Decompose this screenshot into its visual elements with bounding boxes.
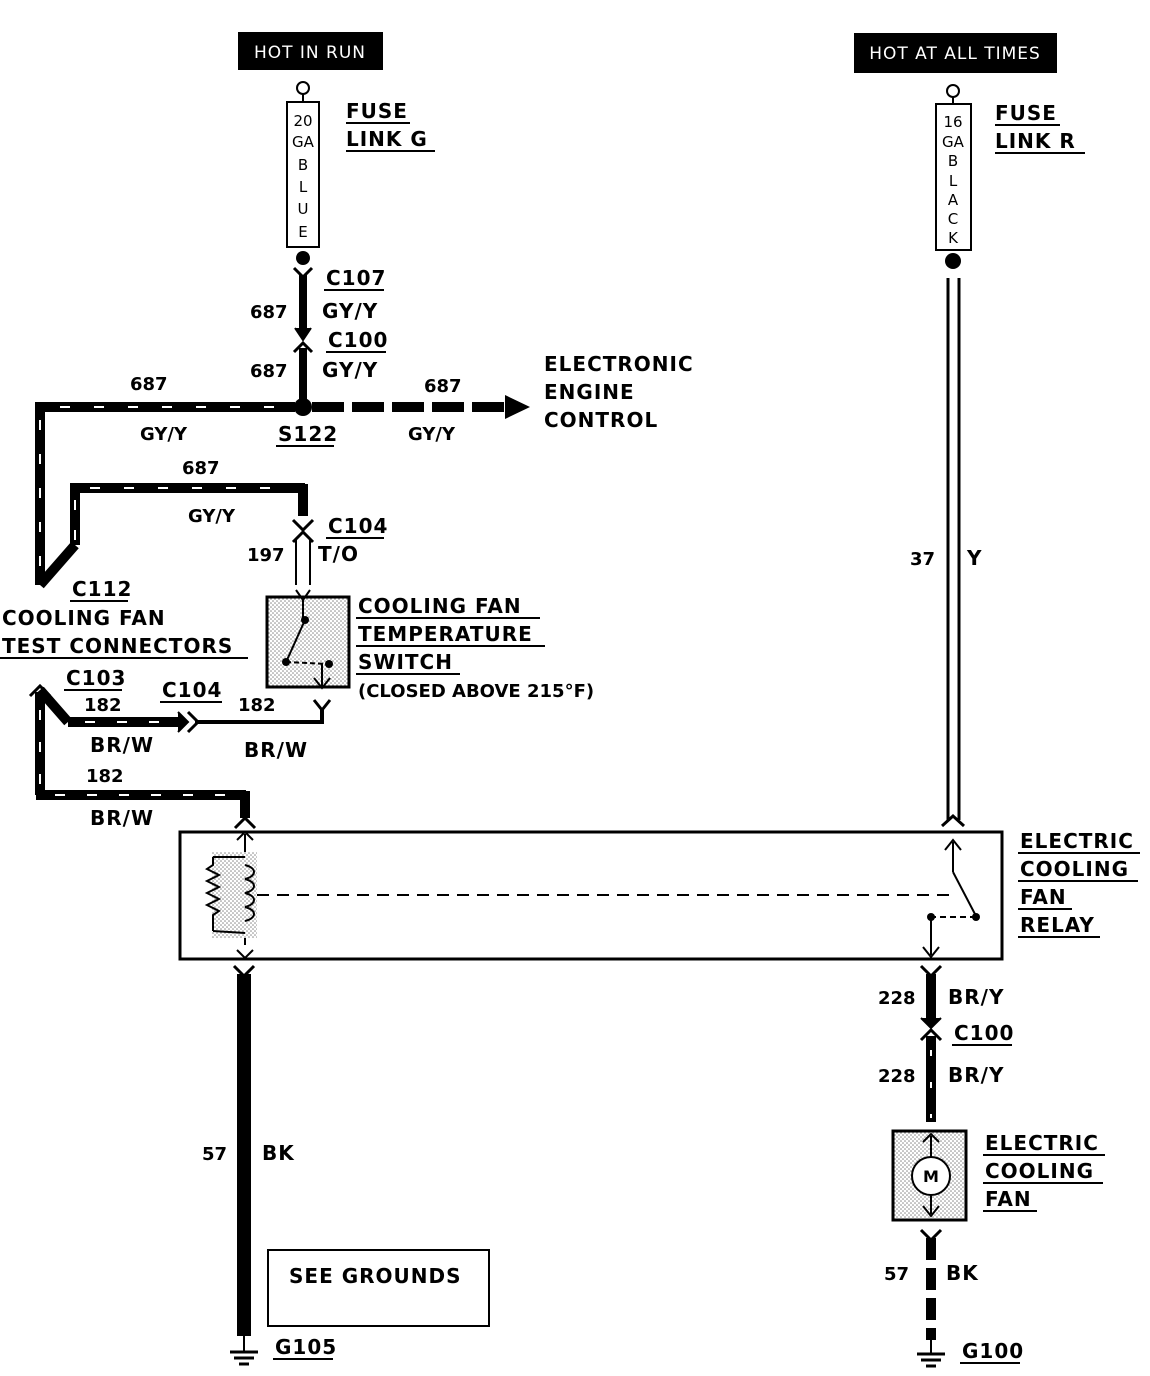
wire-color: BR/W xyxy=(90,806,154,830)
connector-c112: C112 xyxy=(72,577,132,601)
temp-switch-note: (CLOSED ABOVE 215°F) xyxy=(358,681,594,702)
wire-number: 37 xyxy=(910,549,935,570)
fuse-g-char: U xyxy=(298,200,309,218)
connector-c100-bottom: C100 xyxy=(954,1021,1014,1045)
connector-c107: C107 xyxy=(326,266,386,290)
hot-at-all-times-tag: HOT AT ALL TIMES xyxy=(854,33,1057,73)
wire-number: 57 xyxy=(202,1144,227,1165)
see-grounds-box: SEE GROUNDS xyxy=(267,1249,490,1327)
test-connectors-label: TEST CONNECTORS xyxy=(2,634,233,658)
hot-at-all-times-label: HOT AT ALL TIMES xyxy=(869,44,1041,64)
splice-s122: S122 xyxy=(278,422,338,446)
eec-label: ENGINE xyxy=(544,380,635,404)
fuse-link-r: 16 GA B L A C K xyxy=(935,84,972,269)
wire-color: Y xyxy=(966,546,982,570)
fuse-r-char: A xyxy=(948,191,959,209)
wire-number: 687 xyxy=(182,458,220,479)
relay-label: RELAY xyxy=(1020,913,1095,937)
motor-symbol: M xyxy=(923,1167,939,1186)
fuse-g-char: E xyxy=(298,223,307,241)
fuse-link-r-label: FUSE xyxy=(995,101,1057,125)
fuse-g-char: 20 xyxy=(293,112,312,130)
wire-687-left-loop xyxy=(35,402,315,589)
test-connectors-label: COOLING FAN xyxy=(2,606,166,630)
wire-37 xyxy=(940,278,966,828)
eec-label: ELECTRONIC xyxy=(544,352,694,376)
wire-color: BR/Y xyxy=(948,1063,1004,1087)
fuse-g-char: GA xyxy=(292,133,315,151)
fuse-g-char: L xyxy=(299,178,308,196)
fuse-r-char: C xyxy=(948,210,958,228)
hot-in-run-label: HOT IN RUN xyxy=(254,43,366,63)
eec-label: CONTROL xyxy=(544,408,658,432)
relay-label: ELECTRIC xyxy=(1020,829,1134,853)
connector-c104-mid: C104 xyxy=(162,678,222,702)
fuse-link-g: 20 GA B L U E xyxy=(286,81,320,265)
see-grounds-label: SEE GROUNDS xyxy=(289,1264,462,1288)
wire-color: BR/W xyxy=(90,733,154,757)
wire-228 xyxy=(919,964,943,1122)
fan-label: ELECTRIC xyxy=(985,1131,1099,1155)
relay-label: FAN xyxy=(1020,885,1067,909)
temp-switch-label: SWITCH xyxy=(358,650,453,674)
hot-in-run-tag: HOT IN RUN xyxy=(238,32,383,70)
wire-color: GY/Y xyxy=(408,424,456,445)
connector-c103: C103 xyxy=(66,666,126,690)
fuse-g-char: B xyxy=(298,156,308,174)
wire-number: 687 xyxy=(130,374,168,395)
fuse-r-char: B xyxy=(948,152,958,170)
wire-number: 57 xyxy=(884,1264,909,1285)
wire-color: BK xyxy=(946,1261,979,1285)
wire-number: 228 xyxy=(878,988,916,1009)
wire-number: 182 xyxy=(238,695,276,716)
wire-number: 687 xyxy=(250,302,288,323)
fuse-link-r-label: LINK R xyxy=(995,129,1076,153)
fuse-link-g-label: LINK G xyxy=(346,127,428,151)
wire-color: GY/Y xyxy=(322,358,378,382)
fuse-r-char: K xyxy=(948,229,959,247)
wire-57-right xyxy=(917,1228,945,1368)
wire-color: GY/Y xyxy=(322,299,378,323)
fuse-r-char: 16 xyxy=(943,113,962,131)
wire-182 xyxy=(28,683,332,830)
ground-g100: G100 xyxy=(962,1339,1024,1363)
relay-label: COOLING xyxy=(1020,857,1129,881)
wire-687-horizontal xyxy=(40,395,530,419)
wire-color: GY/Y xyxy=(188,506,236,527)
fuse-r-char: GA xyxy=(942,133,965,151)
temp-switch-label: TEMPERATURE xyxy=(358,622,533,646)
fan-label: COOLING xyxy=(985,1159,1094,1183)
connector-c104-top: C104 xyxy=(328,514,388,538)
wire-number: 228 xyxy=(878,1066,916,1087)
wire-color: BK xyxy=(262,1141,295,1165)
wire-color: GY/Y xyxy=(140,424,188,445)
fuse-r-char: L xyxy=(949,172,958,190)
electric-cooling-fan-motor: M xyxy=(891,1129,968,1222)
connector-c100-top: C100 xyxy=(328,328,388,352)
wire-number: 687 xyxy=(250,361,288,382)
wire-57-left xyxy=(230,964,258,1366)
wire-number: 197 xyxy=(247,545,285,566)
wire-color: BR/Y xyxy=(948,985,1004,1009)
wire-687-vertical xyxy=(292,266,314,416)
wire-number: 182 xyxy=(86,766,124,787)
fuse-link-g-label: FUSE xyxy=(346,99,408,123)
ground-g105: G105 xyxy=(275,1335,337,1359)
wire-color: BR/W xyxy=(244,738,308,762)
temp-switch-label: COOLING FAN xyxy=(358,594,522,618)
cooling-fan-temp-switch xyxy=(265,589,351,690)
electric-cooling-fan-relay xyxy=(178,830,1004,961)
wire-number: 182 xyxy=(84,695,122,716)
wire-number: 687 xyxy=(424,376,462,397)
fan-label: FAN xyxy=(985,1187,1032,1211)
wire-color: T/O xyxy=(318,542,359,566)
